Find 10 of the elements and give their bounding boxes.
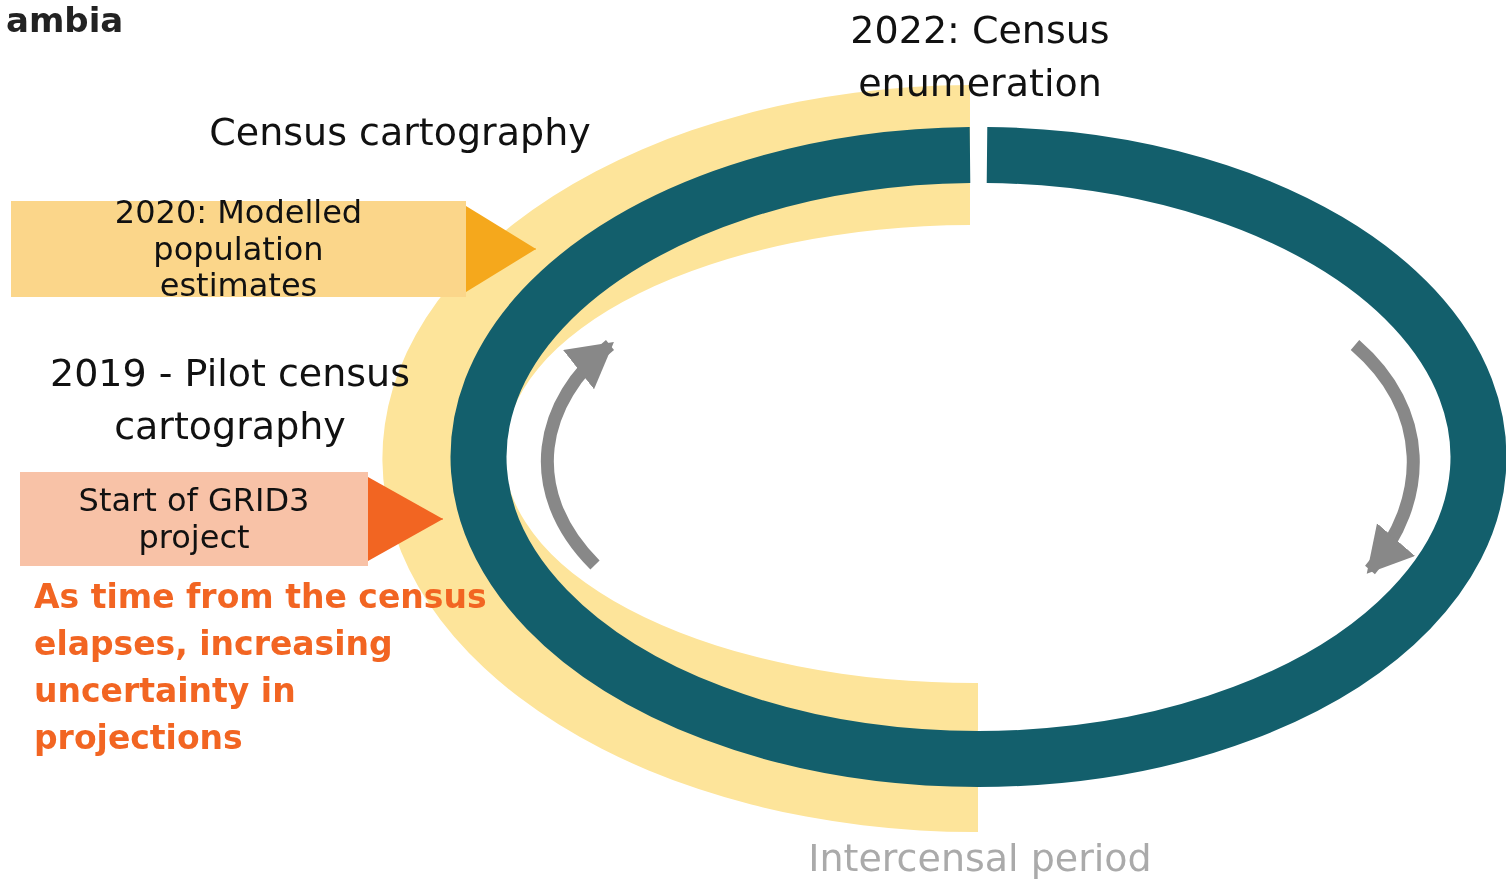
milestone-label: Census cartography [208, 109, 592, 156]
milestone-box: 2020: Modelled population estimates [11, 201, 466, 297]
milestone-label: 2022: Census enumeration [849, 7, 1111, 108]
note-text: As time from the census elapses, increasing uncertainty in projections [34, 576, 488, 759]
page-title: ambia [6, 0, 124, 40]
period-label: Intercensal period [807, 835, 1153, 882]
milestone-box: Start of GRID3 project [20, 472, 368, 566]
arrow [367, 477, 444, 561]
arrow [465, 206, 537, 292]
milestone-label: 2019 - Pilot census cartography [48, 350, 411, 451]
